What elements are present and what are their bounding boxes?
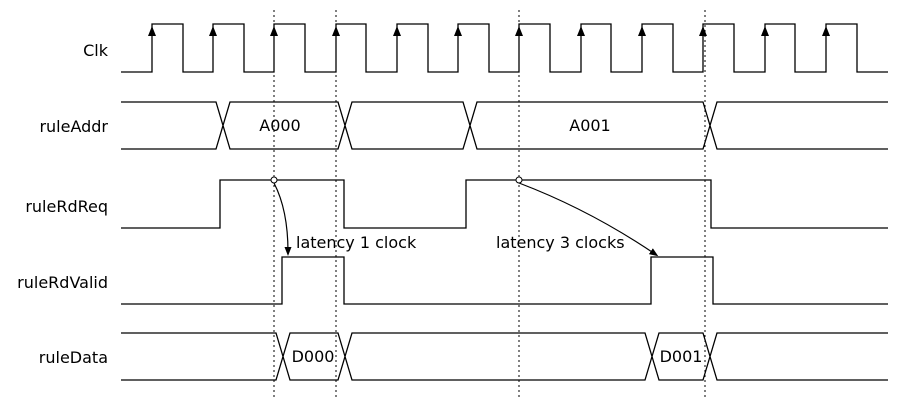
clk-edge-arrow xyxy=(638,26,646,36)
clk-edge-arrow xyxy=(515,26,523,36)
rule-rd-valid-wave xyxy=(121,256,888,305)
rule-data-bus: D000 D001 xyxy=(121,332,888,381)
rule-addr-value-a000: A000 xyxy=(259,116,300,135)
signal-label-rule-addr: ruleAddr xyxy=(39,117,108,136)
signal-label-rule-data: ruleData xyxy=(39,348,108,367)
latency-3-label: latency 3 clocks xyxy=(496,233,625,252)
clk-edge-arrow xyxy=(822,26,830,36)
latency-1-arrow xyxy=(273,182,292,256)
signal-label-rule-rd-req: ruleRdReq xyxy=(25,197,108,216)
latency-arrows: latency 1 clock latency 3 clocks xyxy=(273,182,659,257)
clk-edge-arrow xyxy=(209,26,217,36)
latency-3-arrow xyxy=(518,182,659,257)
clk-rising-edge-arrows xyxy=(148,26,830,36)
clk-wave xyxy=(121,23,888,73)
signal-labels: Clk ruleAddr ruleRdReq ruleRdValid ruleD… xyxy=(17,41,109,367)
rule-rd-req-sample-marker-1 xyxy=(270,176,278,184)
rule-data-bus-shape xyxy=(121,332,888,381)
rule-rd-valid-waveform xyxy=(121,256,888,305)
rule-addr-value-a001: A001 xyxy=(569,116,610,135)
clk-edge-arrow xyxy=(454,26,462,36)
clk-edge-arrow xyxy=(332,26,340,36)
clk-edge-arrow xyxy=(699,26,707,36)
rule-rd-req-waveform xyxy=(121,176,888,229)
clk-waveform xyxy=(121,23,888,73)
rule-data-value-d000: D000 xyxy=(292,347,335,366)
signal-label-rule-rd-valid: ruleRdValid xyxy=(17,273,108,292)
rule-rd-req-sample-marker-2 xyxy=(515,176,523,184)
clk-edge-arrow xyxy=(148,26,156,36)
rule-rd-req-wave xyxy=(121,179,888,229)
clk-edge-arrow xyxy=(270,26,278,36)
signal-label-clk: Clk xyxy=(83,41,109,60)
latency-1-label: latency 1 clock xyxy=(296,233,417,252)
rule-data-value-d001: D001 xyxy=(660,347,703,366)
clk-edge-arrow xyxy=(761,26,769,36)
clk-edge-arrow xyxy=(577,26,585,36)
clk-edge-arrow xyxy=(393,26,401,36)
rule-addr-bus-shape xyxy=(121,101,888,150)
rule-addr-bus: A000 A001 xyxy=(121,101,888,150)
